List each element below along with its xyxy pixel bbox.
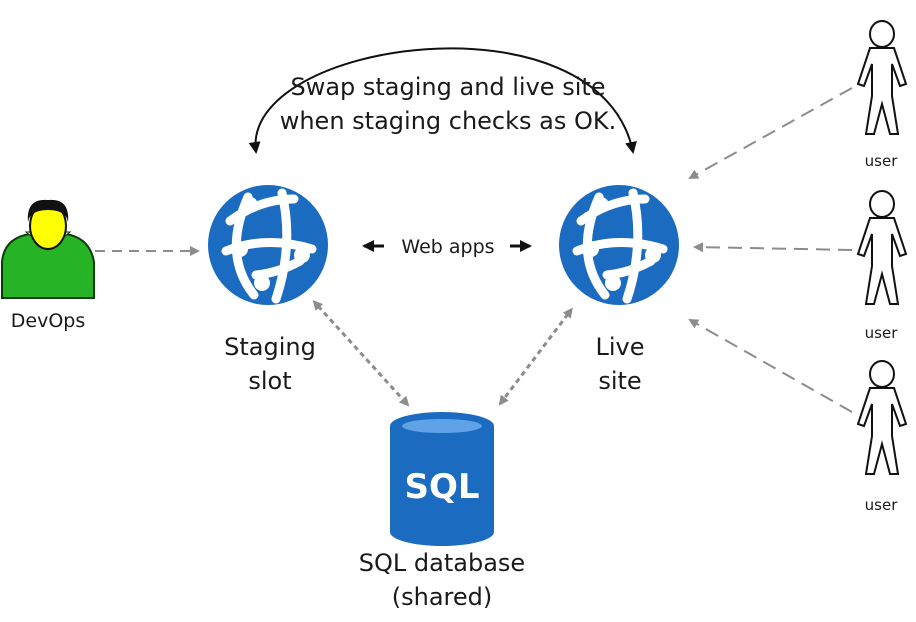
swap-arc-arrow — [248, 47, 637, 154]
live-site-web-app-icon — [559, 185, 679, 305]
user-icon-2 — [856, 190, 908, 305]
sql-icon-text: SQL — [404, 467, 479, 507]
swap-label-line1: Swap staging and live site — [290, 73, 606, 101]
staging-db-arrow — [312, 300, 410, 407]
user-icon-3 — [856, 360, 908, 475]
devops-label: DevOps — [10, 310, 86, 332]
staging-label-line1: Staging — [224, 333, 316, 361]
live-label-line1: Live — [595, 333, 645, 361]
swap-label: Swap staging and live site when staging … — [238, 70, 658, 138]
user-icon-1 — [856, 20, 908, 135]
user-label-1: user — [864, 152, 898, 170]
devops-person-icon — [0, 199, 95, 299]
user-label-2: user — [864, 324, 898, 342]
web-apps-label: Web apps — [401, 236, 495, 258]
live-db-arrow — [498, 307, 573, 406]
staging-web-app-icon — [208, 185, 328, 305]
live-site-label: Live site — [560, 330, 680, 398]
user3-to-live-arrow — [688, 319, 853, 413]
staging-label-line2: slot — [248, 367, 292, 395]
db-label-line1: SQL database — [358, 549, 526, 577]
user2-to-live-arrow — [693, 242, 853, 253]
user1-to-live-arrow — [688, 87, 853, 179]
db-label-line2: (shared) — [391, 583, 493, 611]
sql-database-label: SQL database (shared) — [322, 546, 562, 614]
swap-label-line2: when staging checks as OK. — [279, 107, 617, 135]
live-label-line2: site — [598, 367, 642, 395]
sql-database-icon: SQL — [390, 412, 494, 546]
staging-slot-label: Staging slot — [200, 330, 340, 398]
user-label-3: user — [864, 496, 898, 514]
